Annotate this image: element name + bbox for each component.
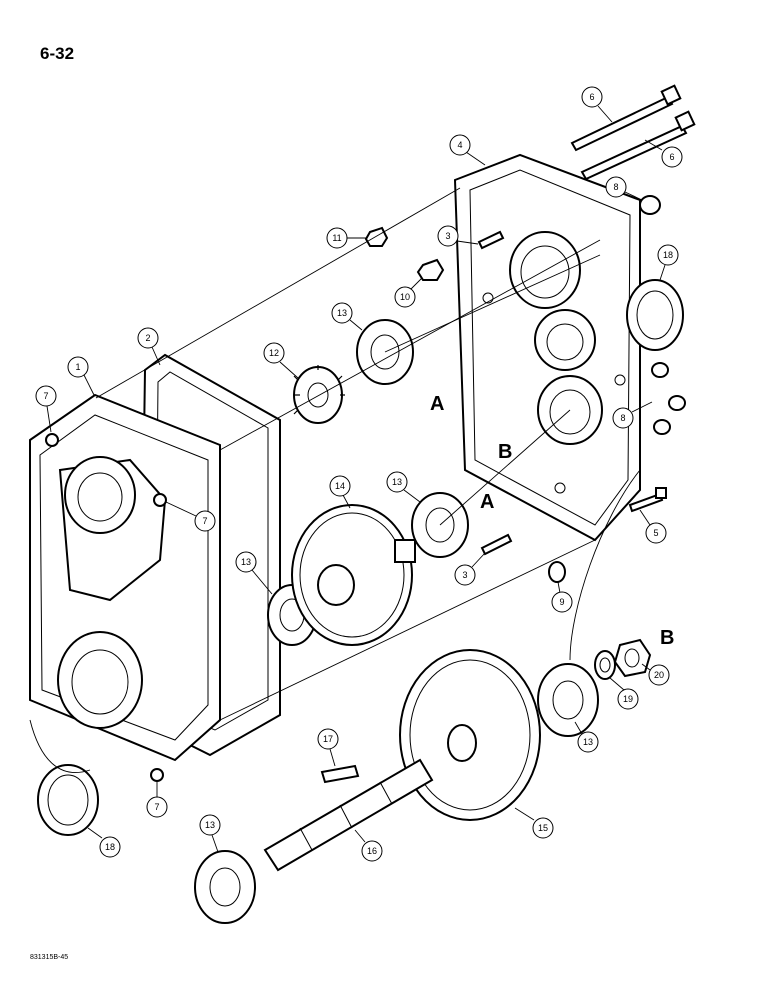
svg-text:3: 3: [445, 231, 450, 241]
callout-8-lower: 8: [612, 401, 653, 429]
bolt-6-lower: [580, 110, 696, 181]
callout-10: 10: [394, 277, 423, 308]
output-shaft: [263, 758, 434, 872]
cluster-gear: [291, 504, 416, 646]
callout-6-lower: 6: [644, 139, 683, 168]
rear-housing: [453, 153, 641, 542]
plug-8-b: [668, 395, 686, 411]
page-number: 6-32: [40, 44, 75, 63]
callout-7-b: 7: [165, 501, 216, 532]
bearing-13-right: [537, 663, 599, 737]
letter-a-housing: A: [430, 393, 444, 415]
callout-17: 17: [317, 728, 339, 767]
callout-9: 9: [551, 581, 573, 613]
callout-13-right: 13: [574, 721, 599, 753]
bolt-5: [628, 487, 667, 513]
callout-13-top: 13: [331, 302, 363, 331]
nut: [613, 638, 652, 678]
assembly-lines: [29, 187, 641, 773]
bolt-6-upper: [570, 84, 682, 152]
svg-text:3: 3: [462, 570, 467, 580]
bearing-13-bottom: [194, 850, 256, 924]
svg-text:8: 8: [620, 413, 625, 423]
svg-text:20: 20: [654, 670, 664, 680]
letter-b-nut: B: [660, 627, 674, 649]
callout-19: 19: [609, 677, 639, 710]
svg-text:16: 16: [367, 846, 377, 856]
svg-text:13: 13: [583, 737, 593, 747]
svg-text:7: 7: [43, 391, 48, 401]
callout-13-left: 13: [235, 551, 273, 595]
svg-text:5: 5: [653, 528, 658, 538]
svg-text:4: 4: [457, 140, 462, 150]
svg-text:15: 15: [538, 823, 548, 833]
nut-7-b: [153, 493, 167, 507]
svg-text:13: 13: [337, 308, 347, 318]
fitting-11: [364, 226, 389, 247]
plug-9: [548, 561, 566, 583]
pin-3-top: [477, 230, 505, 250]
callout-7-c: 7: [146, 782, 168, 818]
fitting-10: [416, 258, 445, 281]
callout-16: 16: [354, 829, 383, 862]
svg-text:8: 8: [613, 182, 618, 192]
callout-14: 14: [329, 475, 351, 509]
callout-6-upper: 6: [581, 86, 613, 123]
svg-text:6: 6: [669, 152, 674, 162]
seal-18-right: [626, 279, 684, 351]
svg-text:7: 7: [154, 802, 159, 812]
callout-18-left: 18: [87, 827, 121, 858]
callout-20: 20: [641, 663, 670, 686]
callout-15: 15: [514, 807, 554, 839]
svg-text:13: 13: [205, 820, 215, 830]
svg-text:14: 14: [335, 481, 345, 491]
pin-3-bottom: [480, 533, 513, 556]
nut-7-a: [45, 433, 59, 447]
svg-text:11: 11: [332, 233, 341, 243]
svg-text:7: 7: [202, 516, 207, 526]
callout-12: 12: [263, 342, 299, 379]
washer: [594, 650, 616, 680]
callout-3-bottom: 3: [454, 552, 486, 586]
letter-b-housing: B: [498, 441, 512, 463]
letter-a-bearing: A: [480, 491, 494, 513]
svg-text:18: 18: [105, 842, 115, 852]
svg-text:9: 9: [559, 597, 564, 607]
svg-text:13: 13: [241, 557, 251, 567]
svg-text:2: 2: [145, 333, 150, 343]
svg-text:17: 17: [323, 734, 333, 744]
callout-8-top: 8: [605, 176, 643, 201]
callout-7-a: 7: [35, 385, 57, 433]
callout-18-right: 18: [657, 244, 679, 281]
svg-text:19: 19: [623, 694, 633, 704]
plug-8-top: [639, 195, 661, 215]
callout-11: 11: [326, 227, 366, 249]
nut-7-c: [150, 768, 164, 782]
callout-13-mid: 13: [386, 471, 421, 503]
shaft-key: [320, 764, 360, 784]
front-housing: [29, 393, 221, 762]
callout-4: 4: [449, 134, 486, 166]
large-gear: [399, 649, 541, 821]
svg-text:1: 1: [75, 362, 80, 372]
callout-13-bottom: 13: [199, 814, 221, 853]
callout-1: 1: [67, 356, 95, 396]
svg-text:10: 10: [400, 292, 410, 302]
svg-text:13: 13: [392, 477, 402, 487]
plug-8-a: [651, 362, 669, 378]
svg-text:12: 12: [269, 348, 279, 358]
callout-5: 5: [639, 509, 667, 544]
svg-text:6: 6: [589, 92, 594, 102]
svg-text:18: 18: [663, 250, 673, 260]
plug-8-c: [653, 419, 671, 435]
callout-2: 2: [137, 327, 161, 366]
pinion-gear: [293, 365, 345, 424]
seal-18-left: [37, 764, 99, 836]
drawing-code: 831315B-45: [30, 954, 69, 961]
callout-3-top: 3: [437, 225, 479, 247]
